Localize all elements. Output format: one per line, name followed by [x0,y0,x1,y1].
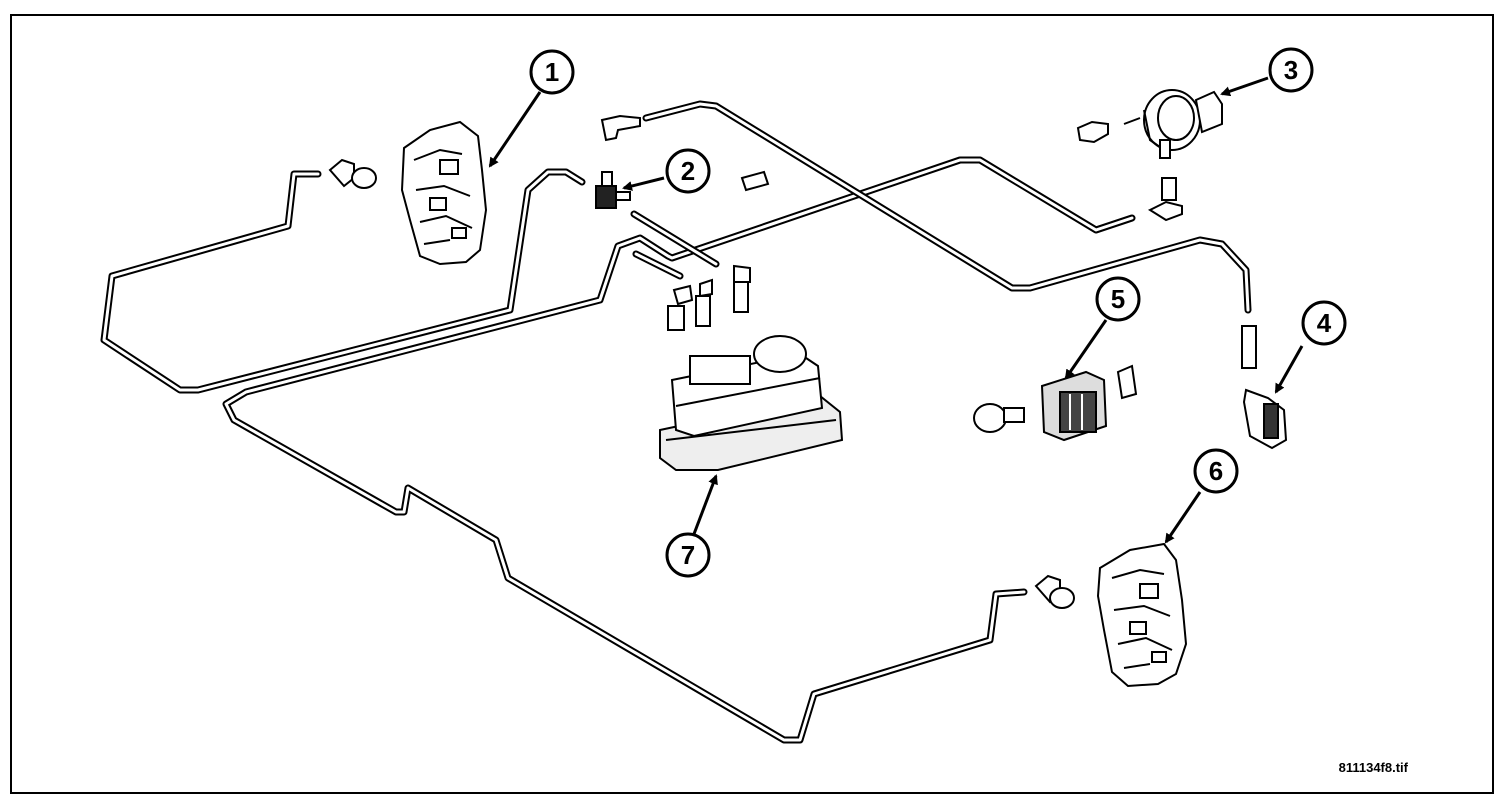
vacuum-line-upper-right [642,100,1252,314]
elbow-fitting [600,114,641,142]
leader-arrows [488,76,1304,544]
vacuum-connector-front [328,158,377,189]
callout-2: 2 [665,148,711,194]
leader-arrow-1 [488,91,542,168]
vacuum-lines [100,100,1252,744]
callout-6: 6 [1193,448,1239,494]
leader-arrow-2 [622,176,665,191]
liftgate-actuator [1241,325,1288,450]
callout-5: 5 [1095,276,1141,322]
callout-1: 1 [529,49,575,95]
actuator-3-fittings [1076,117,1183,222]
door-lock-actuator-front [400,120,488,266]
leader-arrow-4 [1274,345,1304,394]
leader-arrow-7 [692,474,718,535]
hose-connectors [667,264,751,331]
mounting-bolt [973,403,1025,433]
central-vacuum-pump [659,335,844,471]
diagram-border [10,14,1494,794]
door-lock-actuator-rear [1096,542,1188,688]
leader-arrow-5 [1064,319,1108,380]
svg-text:4: 4 [1317,308,1332,338]
svg-text:6: 6 [1209,456,1223,486]
callout-4: 4 [1301,300,1347,346]
svg-text:1: 1 [545,57,559,87]
svg-text:7: 7 [681,540,695,570]
vacuum-line-valve-branch [630,210,720,280]
file-identifier: 811134f8.tif [1339,760,1409,775]
vacuum-pump-module [1040,370,1108,442]
vacuum-coupler [740,170,770,192]
leader-arrow-6 [1164,491,1202,544]
svg-text:2: 2 [681,156,695,186]
svg-text:5: 5 [1111,284,1125,314]
svg-text:3: 3 [1284,55,1298,85]
callout-3: 3 [1268,47,1314,93]
mounting-bracket [1116,364,1138,400]
fuel-door-actuator [1143,89,1223,159]
vacuum-line-left-front [100,168,586,394]
vacuum-line-main-loop [222,156,1136,744]
vacuum-tee-valve [595,171,631,209]
vacuum-connector-rear [1034,574,1075,609]
leader-arrow-3 [1220,76,1269,97]
callout-7: 7 [665,532,711,578]
